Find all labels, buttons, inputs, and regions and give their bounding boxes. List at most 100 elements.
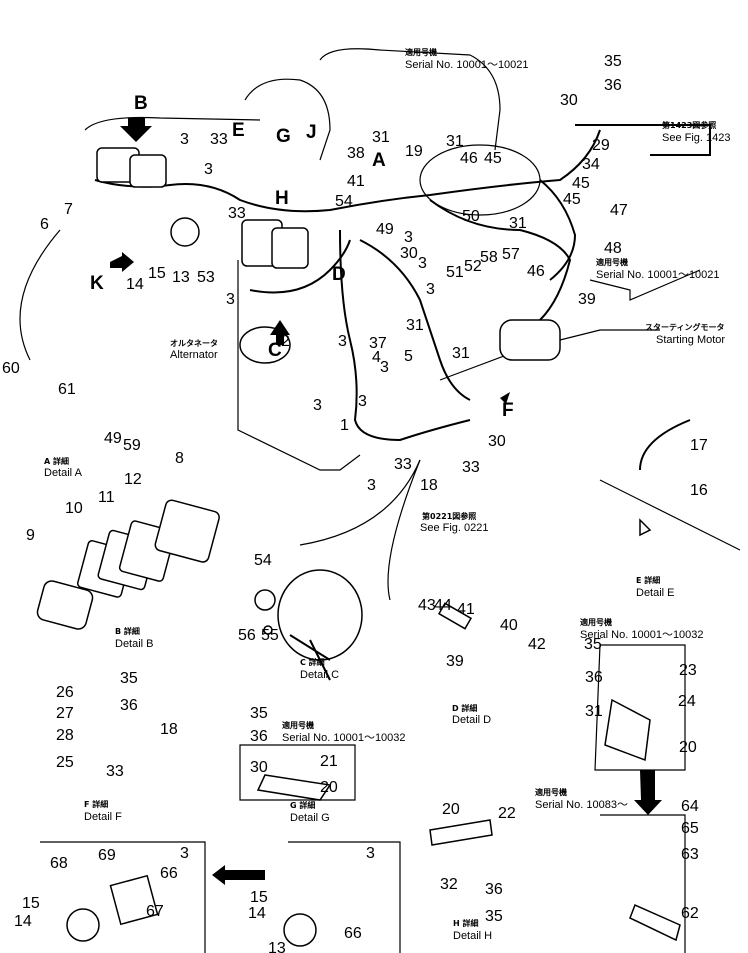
view-letter-a: A: [372, 150, 386, 171]
part-callout-14: 14: [126, 276, 144, 293]
wire-harness: [94, 124, 711, 442]
part-callout-3: 3: [313, 397, 322, 414]
part-callout-36: 36: [485, 881, 503, 898]
part-callout-7: 7: [64, 201, 73, 218]
part-callout-21: 21: [320, 753, 338, 770]
part-callout-17: 17: [690, 437, 708, 454]
detail-e-caption: Detail E: [636, 587, 675, 599]
part-callout-11: 11: [98, 489, 115, 506]
part-callout-63: 63: [681, 846, 699, 863]
part-callout-36: 36: [585, 669, 603, 686]
part-callout-31: 31: [452, 345, 470, 362]
part-callout-38: 38: [347, 145, 365, 162]
part-callout-24: 24: [678, 693, 696, 710]
part-callout-56: 56: [238, 627, 256, 644]
detail-g-caption: Detail G: [290, 812, 330, 824]
detail-b-caption: Detail B: [115, 638, 154, 650]
serial-top-jp: 適用号機: [405, 47, 437, 57]
part-callout-59: 59: [123, 437, 141, 454]
work-lamps: [96, 147, 561, 364]
serial-late-note: Serial No. 10083～: [535, 799, 628, 811]
detail-g-jp: G 詳細: [290, 800, 315, 810]
part-callout-3: 3: [426, 281, 435, 298]
part-callout-55: 55: [261, 627, 279, 644]
detail-h-caption: Detail H: [453, 930, 492, 942]
part-callout-30: 30: [560, 92, 578, 109]
fig0221-note: See Fig. 0221: [420, 522, 489, 534]
part-callout-51: 51: [446, 264, 464, 281]
part-callout-53: 53: [197, 269, 215, 286]
detail-f-caption: Detail F: [84, 811, 122, 823]
part-callout-22: 22: [498, 805, 516, 822]
part-callout-54: 54: [335, 193, 353, 210]
part-callout-61: 61: [58, 381, 76, 398]
part-callout-33: 33: [228, 205, 246, 222]
part-callout-52: 52: [464, 258, 482, 275]
view-letter-f: F: [502, 400, 514, 421]
detail-captions: A 詳細 Detail A B 詳細 Detail B C 詳細 Detail …: [44, 456, 675, 942]
part-callout-66: 66: [344, 925, 362, 942]
detail-c-caption: Detail C: [300, 669, 339, 681]
part-callout-3: 3: [366, 845, 375, 862]
fig0221-jp: 第0221図参照: [422, 511, 476, 521]
detail-c-jp: C 詳細: [300, 657, 325, 667]
alternator-label: Alternator: [170, 349, 218, 361]
part-callout-50: 50: [462, 208, 480, 225]
part-callout-20: 20: [320, 779, 338, 796]
part-callout-14: 14: [14, 913, 32, 930]
part-callout-34: 34: [582, 156, 600, 173]
part-callout-8: 8: [175, 450, 184, 467]
detail-d-jp: D 詳細: [452, 703, 477, 713]
part-callout-30: 30: [488, 433, 506, 450]
part-callout-64: 64: [681, 798, 699, 815]
part-callout-3: 3: [367, 477, 376, 494]
part-callout-3: 3: [358, 393, 367, 410]
part-callout-18: 18: [160, 721, 178, 738]
part-callout-45: 45: [572, 175, 590, 192]
part-callout-46: 46: [460, 150, 478, 167]
part-callout-35: 35: [120, 670, 138, 687]
detail-e-jp: E 詳細: [636, 575, 660, 585]
part-callout-60: 60: [2, 360, 20, 377]
part-callout-3: 3: [380, 359, 389, 376]
alternator-jp: オルタネータ: [170, 338, 218, 348]
part-callout-69: 69: [98, 847, 116, 864]
part-callout-39: 39: [578, 291, 596, 308]
detail-drawings: [36, 419, 741, 953]
part-callout-9: 9: [26, 527, 35, 544]
serial-late-jp: 適用号機: [535, 787, 567, 797]
part-callout-10: 10: [65, 500, 83, 517]
part-callout-49: 49: [104, 430, 122, 447]
part-callout-15: 15: [250, 889, 268, 906]
part-callout-49: 49: [376, 221, 394, 238]
part-callout-3: 3: [180, 845, 189, 862]
detail-a-jp: A 詳細: [44, 456, 69, 466]
view-letter-h: H: [275, 188, 289, 209]
part-callout-26: 26: [56, 684, 74, 701]
part-callout-41: 41: [457, 601, 475, 618]
part-callout-33: 33: [106, 763, 124, 780]
view-arrows: [110, 118, 662, 885]
fig1423-note: See Fig. 1423: [662, 132, 731, 144]
part-callout-48: 48: [604, 240, 622, 257]
view-letter-d: D: [332, 264, 346, 285]
part-callout-31: 31: [406, 317, 424, 334]
part-callout-29: 29: [592, 137, 610, 154]
view-letter-g: G: [276, 126, 291, 147]
part-callout-62: 62: [681, 905, 699, 922]
part-callout-36: 36: [120, 697, 138, 714]
part-callout-47: 47: [610, 202, 628, 219]
part-callout-19: 19: [405, 143, 423, 160]
part-callout-27: 27: [56, 705, 74, 722]
part-callout-3: 3: [404, 229, 413, 246]
part-callout-30: 30: [250, 759, 268, 776]
part-callout-20: 20: [442, 801, 460, 818]
part-callout-32: 32: [440, 876, 458, 893]
part-callout-30: 30: [400, 245, 418, 262]
part-callout-31: 31: [585, 703, 603, 720]
detail-d-caption: Detail D: [452, 714, 491, 726]
part-callout-58: 58: [480, 249, 498, 266]
part-callout-3: 3: [418, 255, 427, 272]
